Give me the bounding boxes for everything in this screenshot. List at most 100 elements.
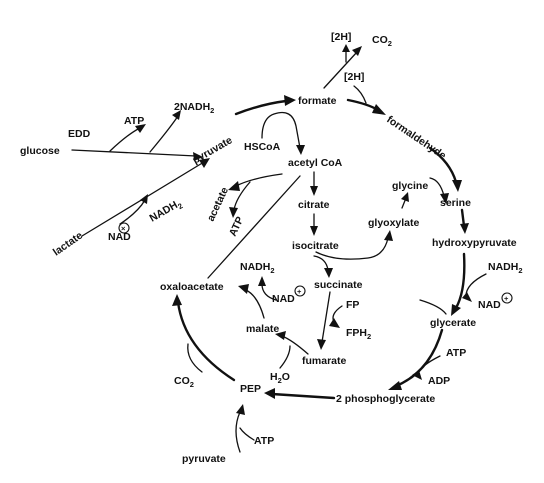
arrow-atp-glycolysis [109,127,141,152]
label-2nadh2: 2NADH2 [174,101,214,115]
label-glycine: glycine [392,180,428,192]
label-glyoxylate: glyoxylate [368,217,420,229]
arrow-h2o [279,345,291,369]
arrow-fumarate-malate [281,335,309,355]
arrowhead [172,294,182,306]
nad-malate-charge-symbol: + [297,287,302,296]
arrowhead [258,276,266,286]
arrow-formaldehyde-serine [428,146,458,184]
arrow-ring-connector [419,299,447,315]
arrowhead [228,181,240,191]
arrowhead [317,339,326,350]
arrowhead [451,304,461,316]
arrow-formate-co2 [323,51,358,89]
label-fph2: FPH2 [346,327,371,341]
label-nadh: NADH [240,261,270,273]
label-nadh: NADH [488,261,518,273]
arrow-co2-pep [187,343,203,373]
arrowhead [440,193,449,204]
arrow-pep-oxaloacetate [176,300,236,382]
subscript-2: 2 [210,106,214,115]
arrow-oxaloacetate-acetylcoa [207,175,301,279]
label-atp-acetate: ATP [227,215,246,238]
metabolite-labels: glucose EDD ATP 2NADH2 pyruvate formate … [20,31,523,465]
arrow-isocitrate-succinate [313,255,329,271]
arrowhead [310,186,318,196]
arrowhead [238,284,249,294]
label-co2-top: CO2 [372,34,392,48]
arrowhead [172,110,181,120]
arrowhead [324,268,333,278]
arrow-h2-right [353,85,367,104]
label-acetyl-coa: acetyl CoA [288,157,343,169]
label-serine: serine [440,197,471,209]
arrowhead [296,145,305,155]
label-citrate: citrate [298,199,330,211]
arrow-acetylcoa-acetate [235,173,283,187]
nad-hydroxy-charge-icon [501,292,513,304]
label-atp-glycerate: ATP [446,347,466,359]
label-adp: ADP [428,375,450,387]
arrowhead [275,331,286,340]
label-pyruvate-top: pyruvate [191,134,235,166]
arrowhead [284,95,296,106]
label-formaldehyde: formaldehyde [384,114,448,163]
arrowhead [193,152,203,161]
label-acetate: acetate [205,185,231,223]
label-pep: PEP [240,383,261,395]
label-nadh2-hydroxy: NADH2 [488,261,523,275]
label-isocitrate: isocitrate [292,240,339,252]
label-nad-lactate: NAD [108,231,131,243]
reaction-arrows [71,44,487,453]
arrow-phosphoglycerate-pep [270,392,336,400]
label-2h-right: [2H] [344,71,364,83]
label-glycerate: glycerate [430,317,476,329]
arrow-nadh-glycolysis [149,115,179,153]
label-atp-glycolysis: ATP [124,115,144,127]
label-edd: EDD [68,128,91,140]
arrow-hscoa-loop [261,111,301,149]
label-nad-malate: NAD [272,293,295,305]
label-fumarate: fumarate [302,355,347,367]
arrowhead [460,223,469,234]
label-2nadh: 2NADH [174,101,210,113]
subscript-2: 2 [278,376,282,385]
arrowhead [342,44,350,52]
arrow-hydroxypyruvate-glycerate [454,252,466,310]
nad-malate-charge-icon [294,285,306,297]
subscript-2: 2 [270,266,274,275]
arrowhead [264,388,275,399]
arrowhead [135,124,146,133]
label-nadh2-lactate: NADH2 [148,197,185,226]
arrow-succinate-fumarate [321,291,331,343]
arrowhead [412,370,422,380]
arrow-nadh-nad-hydroxy [465,273,487,297]
label-fp: FP [346,299,359,311]
arrowhead [140,194,148,204]
arrowhead [352,46,362,56]
arrowhead [388,381,402,390]
subscript-2: 2 [190,380,194,389]
arrowhead [401,192,409,202]
label-formate: formate [298,95,337,107]
label-nadh: NADH [148,199,180,225]
label-nad-hydroxy: NAD [478,299,501,311]
arrow-glucose-pyruvate [71,149,197,157]
subscript-2: 2 [367,332,371,341]
label-oxaloacetate: oxaloacetate [160,281,224,293]
arrowhead [229,207,238,218]
label-malate: malate [246,323,279,335]
nad-hydroxy-charge-symbol: + [504,294,509,303]
label-pyruvate-bottom: pyruvate [182,453,226,465]
arrowhead [384,230,393,241]
label-h2o: H2O [270,371,290,385]
label-2-phosphoglycerate: 2 phosphoglycerate [336,393,435,405]
arrow-serine-hydroxypyruvate [460,208,466,228]
label-co: CO [372,34,388,46]
label-nadh2-malate: NADH2 [240,261,275,275]
arrow-nad-nadh-lactate [119,199,146,225]
arrow-atp-pep [239,427,255,441]
label-co2-pep: CO2 [174,375,194,389]
arrowhead [462,292,472,302]
